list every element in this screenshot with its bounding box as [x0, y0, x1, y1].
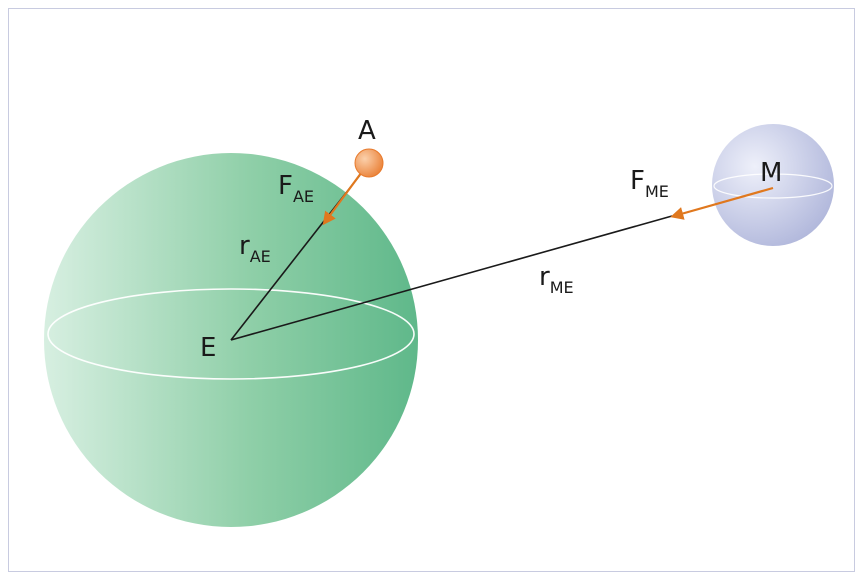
moon-label: M — [760, 158, 782, 188]
distance-me-label: rME — [539, 262, 574, 297]
distance-line-me — [230, 215, 673, 341]
asteroid-label: A — [358, 116, 376, 146]
force-ae-label: FAE — [278, 171, 314, 206]
moon-sphere — [712, 124, 834, 246]
distance-ae-label: rAE — [239, 231, 271, 266]
force-arrow-me — [670, 186, 774, 220]
force-arrow-ae — [322, 164, 368, 226]
asteroid-ball — [354, 148, 384, 178]
force-me-label: FME — [630, 166, 669, 201]
earth-label: E — [200, 333, 216, 363]
